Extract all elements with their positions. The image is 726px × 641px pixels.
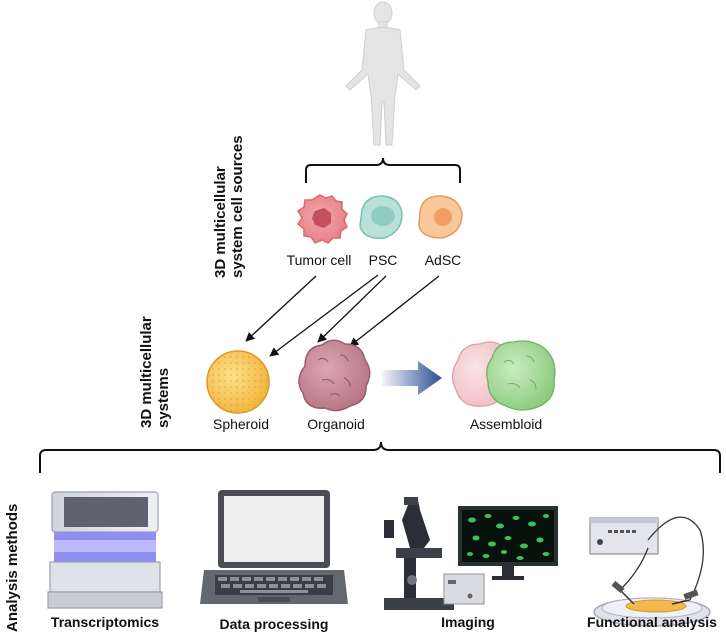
assembloid-label: Assembloid [469, 416, 543, 432]
tumor-cell-label: Tumor cell [286, 252, 352, 268]
monitor-icon [458, 506, 558, 580]
assembloid-icon [451, 340, 556, 411]
growth-arrow [382, 361, 442, 395]
imaging-label: Imaging [441, 614, 495, 630]
microscope-icon [384, 497, 485, 610]
laptop-icon [200, 490, 348, 604]
adsc-label: AdSC [424, 252, 462, 268]
organoid-icon [298, 339, 371, 412]
organoid-label: Organoid [307, 416, 365, 432]
psc-label: PSC [368, 252, 398, 268]
source-arrows [245, 274, 440, 357]
arrow-adsc-organoid [349, 275, 440, 347]
adsc-cell-icon [418, 195, 463, 239]
transcriptomics-label: Transcriptomics [50, 614, 160, 630]
cell-sources-title: 3D multicellular system cell sources [212, 135, 246, 278]
sequencer-icon [47, 491, 163, 609]
arrow-tumor-spheroid [245, 275, 317, 342]
sources-bracket [305, 157, 461, 183]
methods-bracket [39, 441, 721, 473]
spheroid-icon [206, 350, 270, 414]
spheroid-label: Spheroid [212, 416, 270, 432]
tumor-cell-icon [297, 194, 348, 244]
arrow-psc-organoid [317, 275, 387, 343]
arrow-psc-spheroid [269, 274, 379, 357]
analysis-methods-title: Analysis methods [4, 503, 21, 632]
functional-analysis-label: Functional analysis [587, 614, 717, 630]
human-body-icon [345, 1, 421, 146]
multicellular-systems-title: 3D multicellular systems [138, 316, 172, 428]
data-processing-label: Data processing [219, 616, 329, 632]
psc-cell-icon [359, 195, 403, 239]
electrophysiology-icon [589, 516, 711, 627]
